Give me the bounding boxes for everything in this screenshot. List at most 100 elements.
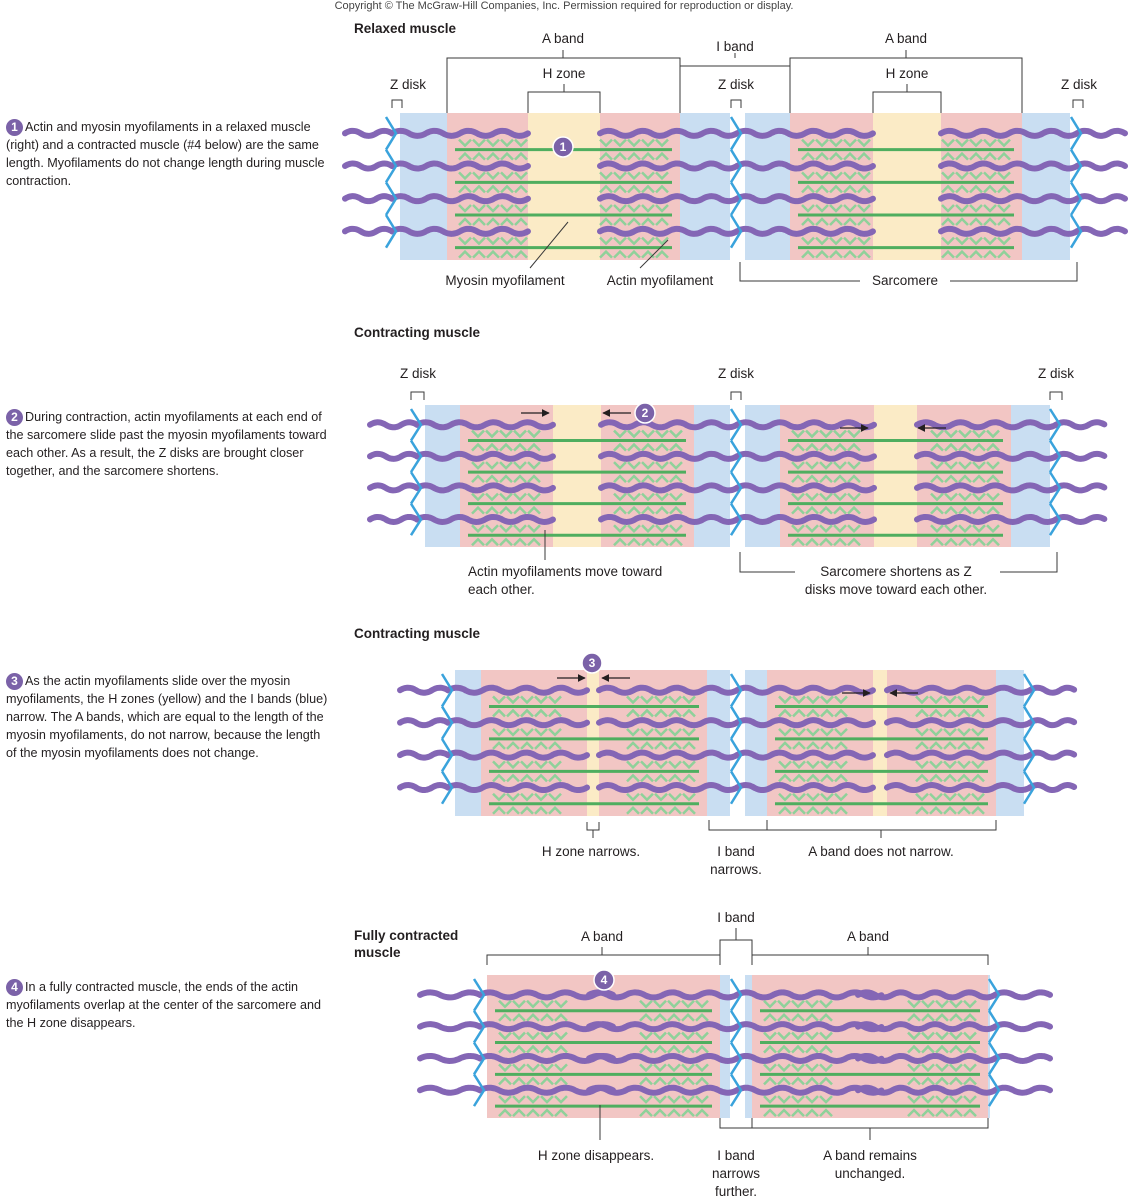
myosin-head: [486, 138, 500, 161]
myosin-head: [763, 999, 777, 1022]
myosin-head: [777, 1031, 791, 1054]
actin-myofilament: [1053, 482, 1108, 494]
myosin-head: [944, 461, 958, 483]
myosin-head: [801, 138, 815, 161]
myosin-head: [512, 1095, 526, 1117]
z-disk: [472, 1041, 486, 1075]
z-disk: [729, 116, 743, 151]
myosin-head: [930, 461, 944, 483]
myosin-head: [791, 999, 805, 1022]
myosin-head: [791, 429, 805, 452]
actin-myofilament: [596, 717, 740, 729]
z-disk: [729, 673, 743, 708]
myosin-head: [915, 728, 929, 750]
i-band-label: I band: [717, 910, 755, 925]
myosin-head: [777, 999, 791, 1022]
step-text: In a fully contracted muscle, the ends o…: [6, 980, 322, 1030]
actin-myofilament: [417, 1052, 483, 1064]
z-disk: [384, 214, 398, 249]
myosin-head: [929, 792, 943, 815]
myosin-head: [458, 236, 472, 259]
myosin-head: [829, 236, 843, 259]
myosin-head: [520, 695, 534, 718]
step-number-badge: 1: [6, 119, 23, 136]
myosin-head: [847, 524, 861, 547]
z-disk: [729, 1073, 743, 1107]
actin-myofilament: [397, 782, 451, 794]
z-disk: [729, 705, 743, 740]
actin-myofilament: [596, 749, 740, 761]
myosin-head: [513, 461, 527, 483]
myosin-head: [682, 728, 696, 750]
z-disk: [472, 1073, 486, 1107]
z-disk: [472, 1010, 486, 1044]
step-number-badge: 3: [6, 673, 23, 690]
h-zone-region: [528, 113, 600, 260]
myosin-head: [805, 429, 819, 452]
myosin-head: [983, 204, 997, 226]
myosin-head: [944, 492, 958, 515]
myosin-head: [983, 171, 997, 194]
myosin-head: [921, 1063, 935, 1086]
z-disk: [987, 1073, 1001, 1107]
myosin-head: [833, 429, 847, 452]
myosin-head: [640, 728, 654, 750]
actin-myofilament: [445, 782, 590, 794]
z-disk: [440, 673, 454, 708]
myosin-head: [472, 171, 486, 194]
i-band-region: [745, 975, 752, 1118]
z-disk: [1048, 502, 1062, 536]
myosin-head: [857, 138, 871, 161]
actin-myofilament: [1074, 160, 1128, 172]
actin-myofilament: [992, 1084, 1053, 1096]
myosin-head: [526, 1031, 540, 1054]
myosin-head: [971, 695, 985, 718]
myosin-head: [806, 728, 820, 750]
step-number-badge: 4: [6, 979, 23, 996]
actin-myofilament: [342, 225, 395, 237]
i-band-further-label: I band: [717, 1148, 755, 1163]
actin-myofilament: [734, 193, 876, 205]
myosin-head: [829, 204, 843, 226]
myosin-head: [792, 695, 806, 718]
myosin-head: [915, 760, 929, 783]
actin-myofilament: [1074, 127, 1128, 139]
myosin-head: [815, 236, 829, 259]
actin-myofilament: [938, 160, 1080, 172]
actin-myofilament: [397, 749, 451, 761]
panel-title-relaxed: Relaxed muscle: [354, 21, 457, 36]
actin-myofilament: [1027, 717, 1078, 729]
myosin-head: [654, 792, 668, 815]
myosin-head: [805, 1031, 819, 1054]
i-band-narrows-label-2: narrows.: [710, 862, 762, 877]
z-disk: [729, 471, 743, 505]
myosin-head: [955, 204, 969, 226]
z-disk: [1022, 770, 1036, 805]
myosin-head: [963, 1095, 977, 1117]
a-band-label-left: A band: [581, 929, 623, 944]
myosin-head: [929, 695, 943, 718]
myosin-head: [778, 728, 792, 750]
myosin-head: [640, 760, 654, 783]
step-marker-number: 1: [560, 140, 567, 154]
myosin-head: [599, 171, 613, 194]
myosin-head: [944, 524, 958, 547]
myosin-head: [655, 204, 669, 226]
myosin-head: [792, 792, 806, 815]
myosin-head: [499, 429, 513, 452]
myosin-head: [514, 236, 528, 259]
myosin-head: [641, 461, 655, 483]
h-zone-region: [874, 405, 917, 547]
a-band-bracket-right: [752, 954, 989, 965]
myosin-head: [972, 461, 986, 483]
myosin-head: [613, 138, 627, 161]
actin-myofilament: [884, 749, 1033, 761]
actin-myofilament: [992, 1021, 1053, 1033]
myosin-head: [668, 792, 682, 815]
myosin-head: [540, 1063, 554, 1086]
actin-myofilament: [597, 225, 740, 237]
myosin-head: [513, 429, 527, 452]
myosin-head: [935, 1031, 949, 1054]
